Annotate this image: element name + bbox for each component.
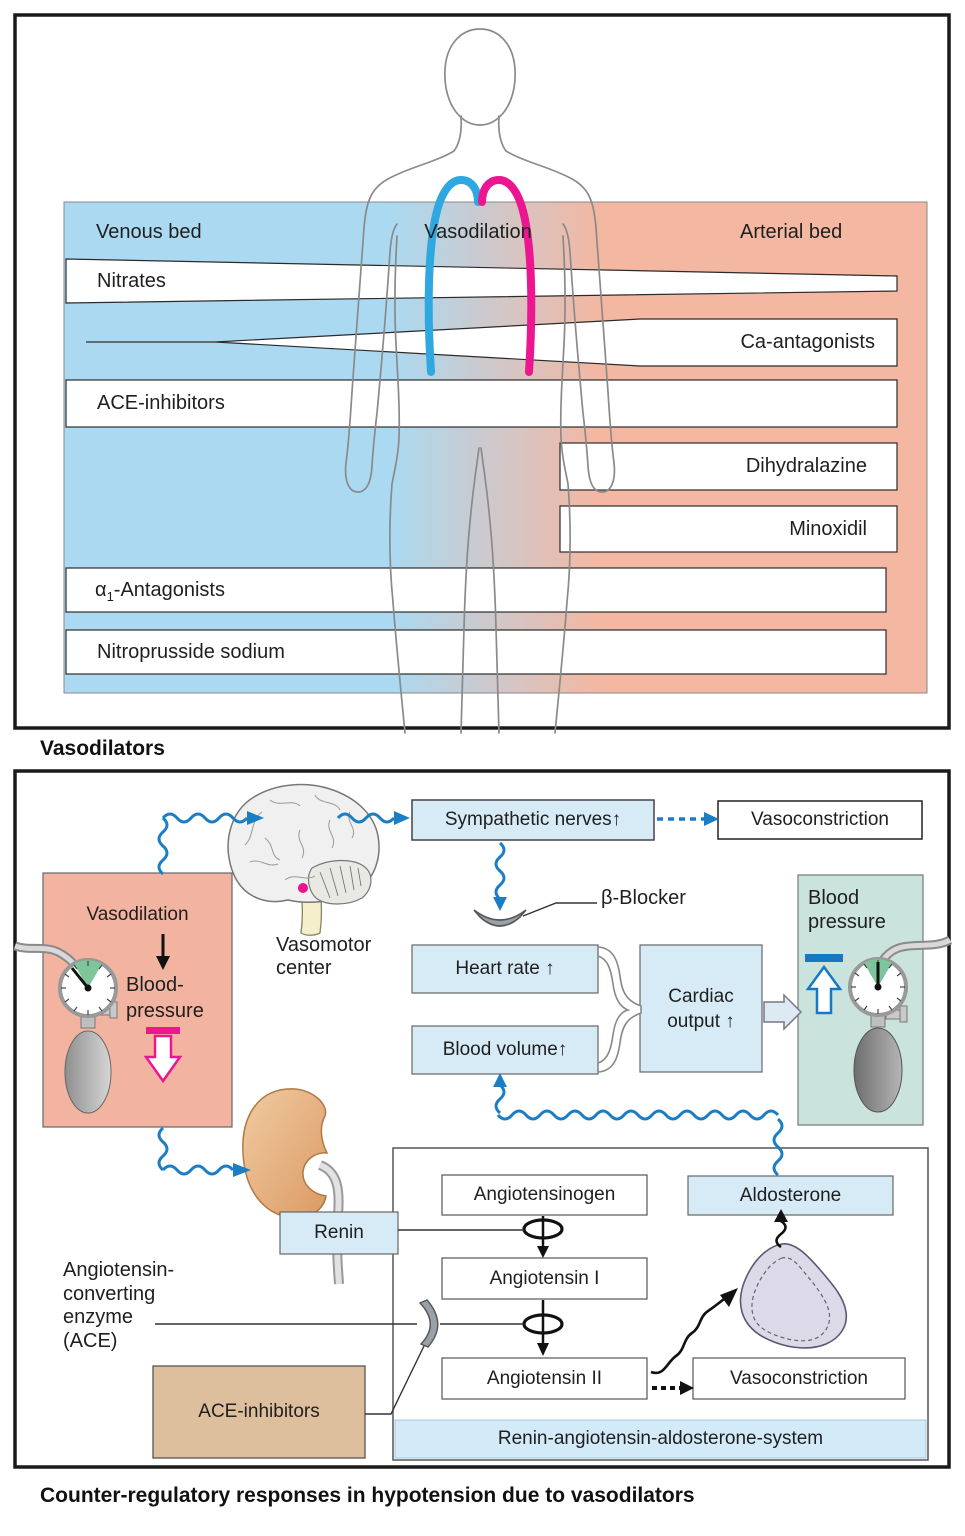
venous-vessel-icon: [424, 175, 482, 376]
vasodilation-down-arrow: [156, 934, 170, 970]
angii-to-gland-wave: [650, 1297, 725, 1375]
top-caption: Vasodilators: [40, 737, 165, 760]
angii-to-vasoconstriction-arrow: [652, 1381, 694, 1395]
body-silhouette-icon: [344, 28, 616, 734]
bp-drop-to-brain-wave: [157, 812, 249, 876]
aldosterone-to-volume-wave: [494, 1083, 784, 1177]
aldosterone-box: [687, 1175, 894, 1216]
minoxidil-bar: [559, 505, 898, 553]
blood-volume-box: [411, 1025, 599, 1075]
ace-inhibitors-bar: [65, 379, 898, 428]
dihydralazine-bar: [559, 442, 898, 491]
beta-blocker-connector: [522, 902, 597, 917]
heart-rate-label: Heart rate ↑: [455, 958, 555, 979]
adrenal-gland-icon: [739, 1243, 848, 1349]
sympathetic-to-vasoconstriction-arrow: [657, 812, 719, 826]
raas-label-bar: [394, 1419, 927, 1459]
angiotensin-ii-box: [441, 1357, 648, 1400]
right-gauge-icon: [848, 935, 953, 1113]
bp-down-arrow: [143, 1034, 183, 1084]
gland-to-aldosterone-wave: [775, 1219, 787, 1249]
beta-blocker-icon: [473, 909, 527, 927]
bp-up-arrow: [805, 964, 843, 1015]
arterial-vessel-icon: [478, 175, 536, 376]
nitroprusside-bar: [65, 629, 887, 675]
renin-box: [279, 1211, 399, 1255]
minoxidil-label: Minoxidil: [789, 518, 867, 540]
ace-inhibitors-label: ACE-inhibitors: [97, 392, 225, 414]
vasodilators-panel: [13, 13, 951, 734]
vasoconstriction-bottom-box: [692, 1357, 906, 1400]
ace-inhibitor-connector: [365, 1345, 425, 1415]
angiotensinogen-box: [441, 1174, 648, 1216]
sympathetic-nerves-box: [411, 799, 655, 841]
vasoconstriction-top-label: Vasoconstriction: [751, 809, 889, 830]
venous-bed-label: Venous bed: [96, 221, 202, 243]
blood-volume-label: Blood volume↑: [442, 1039, 568, 1060]
vasoconstriction-top-box: [717, 800, 923, 840]
vasomotor-center-dot: [298, 883, 308, 893]
ace-inhibitors-box-label: ACE-inhibitors: [198, 1401, 320, 1422]
bp-drop-to-kidney-wave: [157, 1126, 235, 1176]
nitrates-wedge: [65, 258, 898, 304]
sympathetic-to-heart-wave: [494, 841, 506, 901]
bottom-caption: Counter-regulatory responses in hypotens…: [40, 1484, 695, 1507]
raas-label: Renin-angiotensin-aldosterone-system: [497, 1428, 824, 1449]
alpha1-antagonists-bar: [65, 567, 887, 613]
vasoconstriction-bottom-label: Vasoconstriction: [730, 1367, 868, 1389]
cardiac-output-box: [639, 944, 763, 1073]
left-gauge-icon: [13, 941, 118, 1114]
brace-shape: [597, 946, 642, 1073]
nitroprusside-label: Nitroprusside sodium: [97, 641, 285, 663]
blood-pressure-drop-label: Blood-pressure: [126, 974, 204, 1022]
angiotensin-ii-label: Angiotensin II: [486, 1367, 603, 1389]
angiotensin-i-label: Angiotensin I: [489, 1267, 600, 1289]
bp-drop-bar: [146, 1027, 180, 1034]
vasodilation-label: Vasodilation: [86, 904, 189, 925]
ace-inhibitors-box: [152, 1365, 366, 1459]
arterial-bed-label: Arterial bed: [740, 221, 843, 243]
sympathetic-nerves-label: Sympathetic nerves↑: [444, 809, 622, 830]
ace-enzyme-icon: [418, 1299, 439, 1348]
beta-blocker-label: β-Blocker: [601, 887, 686, 909]
cardiac-to-bp-arrow: [763, 993, 803, 1031]
ca-antagonists-wedge: [214, 318, 898, 367]
vasodilation-header-label: Vasodilation: [424, 221, 532, 243]
heart-rate-box: [411, 944, 599, 994]
aldosterone-label: Aldosterone: [739, 1184, 842, 1206]
dihydralazine-label: Dihydralazine: [745, 455, 867, 477]
raas-box: [392, 1147, 929, 1461]
angiotensinogen-label: Angiotensinogen: [473, 1184, 616, 1205]
alpha1-antagonists-label: α1-Antagonists: [95, 579, 225, 604]
renin-label: Renin: [314, 1222, 364, 1243]
angiotensin-i-box: [441, 1257, 648, 1300]
nitrates-label: Nitrates: [97, 270, 166, 292]
ca-antagonists-label: Ca-antagonists: [740, 331, 875, 353]
conversion-symbols: [522, 1216, 564, 1356]
bp-setpoint-bar: [805, 954, 843, 962]
counter-regulation-panel: [13, 769, 953, 1469]
brain-to-sympathetic-wave: [336, 812, 396, 824]
